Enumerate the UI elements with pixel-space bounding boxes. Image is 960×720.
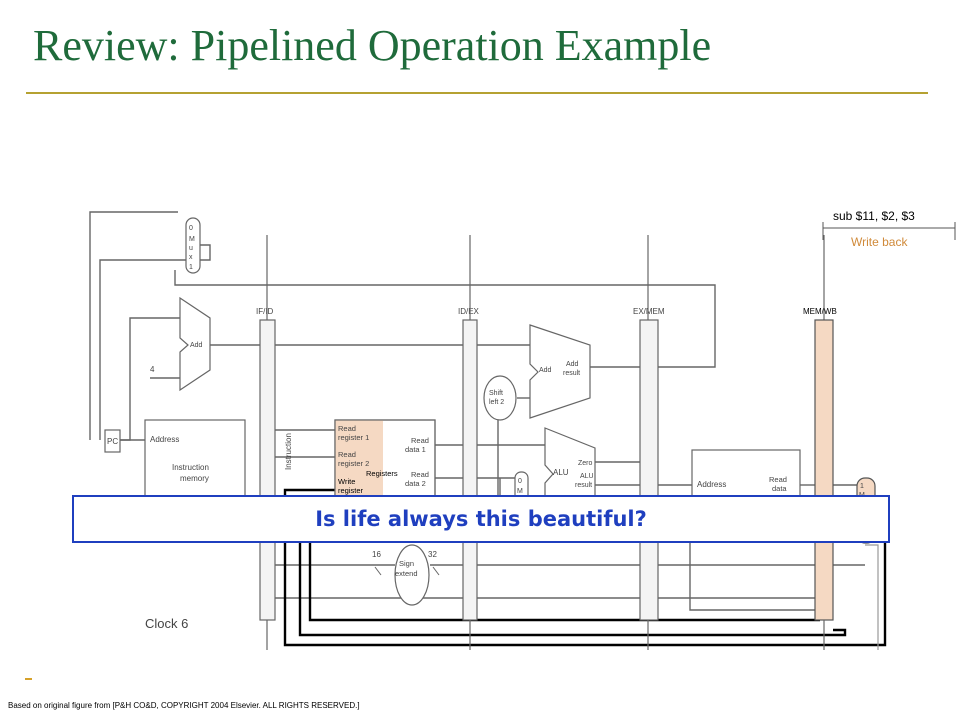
registers-title: Registers [366,469,398,478]
alu-result-1: ALU [580,473,594,480]
exmem-register [639,319,659,621]
imem-label-1: Instruction [172,463,209,472]
alu-result-2: result [575,482,592,489]
wire-mux-out [99,244,211,440]
sign-l1: Sign [399,559,414,568]
register-file-highlight [335,420,383,500]
rr1-a: Read [338,424,356,433]
pc-adder [179,296,211,392]
wire-branch-return [174,270,716,368]
footer-mark [25,678,32,680]
shift-left-2 [483,375,517,421]
rd1-a: Read [411,436,429,445]
alu-name: ALU [553,468,569,477]
wr-a: Write [338,477,355,486]
footnote: Based on original figure from [P&H CO&D,… [8,701,360,710]
wire-wb-gray [865,544,879,650]
sign-out-tick [432,566,440,576]
mux-top-2: u [189,245,193,252]
sign-in-tick [374,566,382,576]
rd2-a: Read [411,470,429,479]
callout-text: Is life always this beautiful? [315,507,647,531]
clock-label: Clock 6 [145,616,188,631]
dmem-read-1: Read [769,475,787,484]
idex-register [462,319,478,621]
shift-l1: Shift [489,390,503,397]
wr-b: register [338,486,364,495]
branch-adder [529,324,591,419]
memwb-register [814,319,834,621]
const-four: 4 [150,365,155,374]
shift-l2: left 2 [489,399,504,406]
rr2-a: Read [338,450,356,459]
slide-title: Review: Pipelined Operation Example [33,21,712,70]
branch-add-result-1: Add [566,361,579,368]
sign-l2: extend [395,569,418,578]
top-mux [185,217,201,274]
pc-register [104,429,121,453]
instruction-text: sub $11, $2, $3 [833,209,915,223]
rd1-b: data 1 [405,445,426,454]
alu-mux-0: 0 [518,478,522,485]
idex-label: ID/EX [458,307,480,316]
ifid-register [259,319,276,621]
sign-in: 16 [372,550,381,559]
ifid-label: IF/ID [256,307,274,316]
wb-mux-0: 1 [860,483,864,490]
sign-extend [394,544,430,606]
branch-adder-label: Add [539,367,552,374]
callout-box: Is life always this beautiful? [72,495,890,543]
imem-address: Address [150,435,179,444]
sign-out: 32 [428,550,437,559]
rr1-b: register 1 [338,433,369,442]
instruction-vlabel: Instruction [284,433,293,470]
wire-pc-loop [89,211,178,440]
pc-label: PC [107,437,118,446]
exmem-label: EX/MEM [633,307,665,316]
alu-zero: Zero [578,460,593,467]
mux-top-3: x [189,254,193,261]
wire-exmem-branch [658,539,815,611]
branch-add-result-2: result [563,370,580,377]
alu-mux-1: M [517,488,523,495]
dmem-read-2: data [772,484,787,493]
imem-label-2: memory [180,474,209,483]
stage-label: Write back [851,235,908,249]
mux-top-4: 1 [189,264,193,271]
pc-adder-label: Add [190,342,203,349]
rd2-b: data 2 [405,479,426,488]
mux-top-0: 0 [189,225,193,232]
instruction-memory [144,419,246,501]
memwb-label: MEM/WB [803,307,837,316]
mux-top-1: M [189,236,195,243]
rr2-b: register 2 [338,459,369,468]
title-divider [26,92,928,94]
dmem-address: Address [697,480,726,489]
